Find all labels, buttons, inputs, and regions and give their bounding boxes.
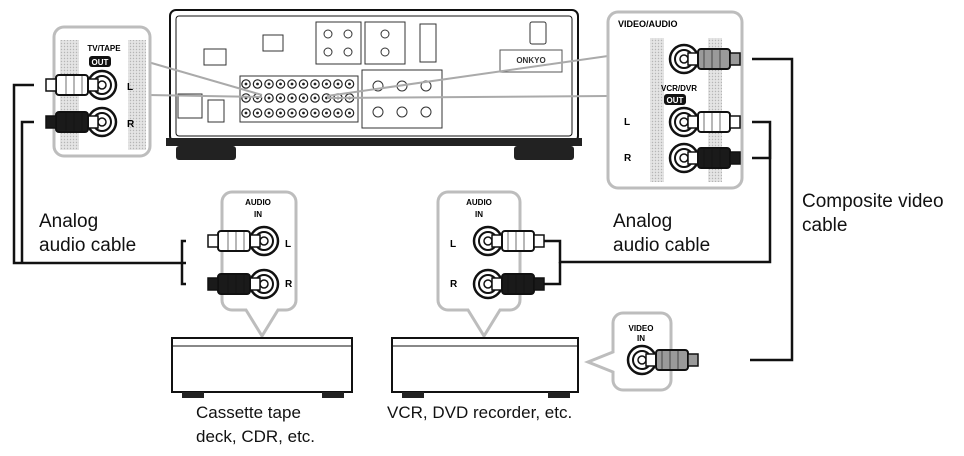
receiver-jack-pin <box>302 82 305 86</box>
receiver-jack-pin <box>256 82 259 86</box>
tv-tape-out-right-plug <box>45 106 118 138</box>
vcr-video-in-plug <box>626 344 699 376</box>
brand-logo: ONKYO <box>516 56 545 65</box>
analog-audio-cable-label-left-line1: Analog <box>39 211 99 232</box>
analog-audio-cable-label-right-line2: audio cable <box>613 235 711 256</box>
receiver-jack-pin <box>244 111 248 115</box>
av-receiver-rear-panel: ONKYO <box>166 9 582 160</box>
left-channel-label: L <box>624 117 630 128</box>
cassette-deck-label-line1: Cassette tape <box>196 403 301 422</box>
right-channel-label: R <box>450 279 458 290</box>
analog-audio-cable-label-right-line1: Analog <box>613 211 673 232</box>
vcr-audio-in-panel: AUDIO IN L R <box>436 190 522 339</box>
receiver-jack-pin <box>267 111 271 115</box>
receiver-jack-pin <box>279 82 282 86</box>
receiver-jack-pin <box>302 96 305 100</box>
receiver-jack-pin <box>336 111 340 115</box>
receiver-jack-pin <box>256 111 259 115</box>
receiver-jack-pin <box>267 96 271 100</box>
vcr-audio-in-right-plug <box>472 268 545 300</box>
receiver-jack-pin <box>290 96 294 100</box>
receiver-jack-pin <box>336 82 340 86</box>
left-channel-label: L <box>285 239 291 250</box>
jack-array <box>239 75 359 123</box>
left-channel-label: L <box>450 239 456 250</box>
out-badge: OUT <box>667 96 684 105</box>
receiver-jack-pin <box>313 111 317 115</box>
receiver-jack-pin <box>348 111 351 115</box>
vcr-dvd-recorder-device <box>391 337 579 398</box>
receiver-jack-pin <box>244 82 248 86</box>
receiver-jack-pin <box>279 96 282 100</box>
receiver-jack-pin <box>313 82 317 86</box>
audio-in-title: AUDIO <box>466 198 492 207</box>
composite-video-cable-label-line1: Composite video <box>802 191 944 212</box>
video-out-plug <box>668 43 741 75</box>
analog-audio-cable-label-left-line2: audio cable <box>39 235 137 256</box>
audio-in-subtitle: IN <box>254 210 262 219</box>
cassette-deck-device <box>171 337 353 398</box>
right-channel-label: R <box>127 119 135 130</box>
cassette-in-left-plug <box>207 225 280 257</box>
receiver-jack-pin <box>302 111 305 115</box>
right-channel-label: R <box>624 153 632 164</box>
cassette-in-right-plug <box>207 268 280 300</box>
out-badge: OUT <box>92 58 109 67</box>
vcr-dvr-out-right-plug <box>668 142 741 174</box>
vcr-dvd-recorder-label: VCR, DVD recorder, etc. <box>387 403 573 422</box>
receiver-jack-pin <box>325 82 328 86</box>
callout-lines <box>147 55 609 99</box>
audio-in-subtitle: IN <box>475 210 483 219</box>
cassette-audio-in-panel: AUDIO IN L R <box>220 190 298 339</box>
receiver-jack-pin <box>313 96 317 100</box>
composite-video-cable-label-line2: cable <box>802 215 848 236</box>
receiver-jack-pin <box>267 82 271 86</box>
right-channel-label: R <box>285 279 293 290</box>
video-audio-title: VIDEO/AUDIO <box>618 19 678 29</box>
tv-tape-out-left-plug <box>45 69 118 101</box>
receiver-jack-pin <box>325 111 328 115</box>
receiver-jack-pin <box>279 111 282 115</box>
rca-connectors <box>45 43 741 376</box>
audio-in-title: AUDIO <box>245 198 271 207</box>
video-in-subtitle: IN <box>637 334 645 343</box>
video-in-title: VIDEO <box>629 324 654 333</box>
cable-wires <box>12 57 794 362</box>
vcr-dvr-title: VCR/DVR <box>661 84 697 93</box>
receiver-jack-frame <box>239 75 359 123</box>
left-channel-label: L <box>127 82 133 93</box>
receiver-jack-pin <box>290 111 294 115</box>
receiver-jack-pin <box>348 82 351 86</box>
vcr-audio-in-left-plug <box>472 225 545 257</box>
receiver-jack-pin <box>290 82 294 86</box>
cassette-deck-label-line2: deck, CDR, etc. <box>196 427 316 446</box>
vcr-dvr-out-left-plug <box>668 106 741 138</box>
tv-tape-title: TV/TAPE <box>87 44 121 53</box>
